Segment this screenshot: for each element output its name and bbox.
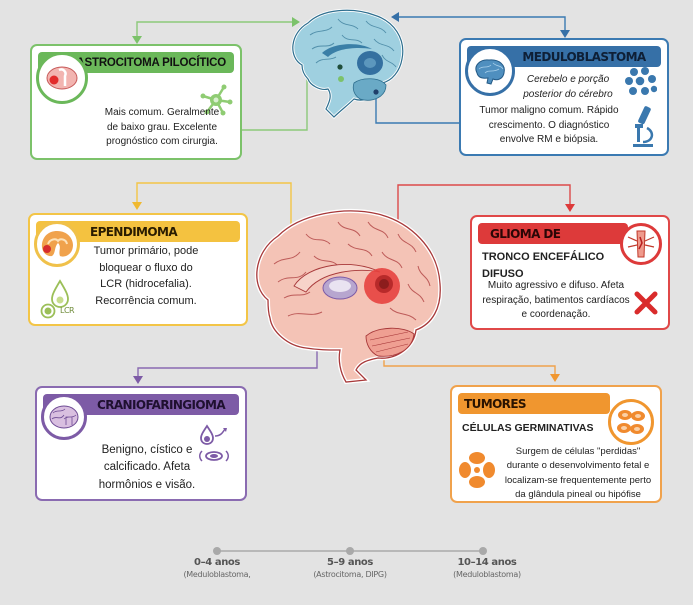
- eye-icon: [199, 424, 229, 462]
- card-title: ASTROCITOMA PILOCÍTICO: [76, 56, 226, 69]
- connector-ependimoma: [136, 182, 292, 240]
- card-meduloblastoma: MEDULOBLASTOMA Cerebelo e porção posteri…: [459, 38, 669, 156]
- germ-cell-icon: [459, 452, 495, 488]
- arrow-craniofaringioma: [133, 376, 143, 384]
- card-craniofaringioma: CRANIOFARINGIOMA Benigno, cístico e calc…: [35, 386, 247, 501]
- description-line: Muito agressivo e difuso. Afeta: [487, 280, 625, 291]
- card-description: Tumor primário, pode bloquear o fluxo do…: [86, 243, 206, 309]
- card-header: MEDULOBLASTOMA: [467, 46, 661, 67]
- card-glioma-tronco-encefalico: GLIOMA DE TRONCO ENCEFÁLICO DIFUSO Muito…: [470, 215, 670, 330]
- description-line: crescimento. O diagnóstico: [488, 119, 610, 131]
- timeline-item: 5–9 anos (Astrocitoma, DIPG): [290, 557, 410, 579]
- card-description: Muito agressivo e difuso. Afeta respiraç…: [476, 279, 636, 323]
- description-line: Benigno, cístico e: [101, 444, 193, 456]
- description-line: calcificado. Afeta: [103, 461, 191, 474]
- card-astrocitoma-pilocitico: ASTROCITOMA PILOCÍTICO Mais comum. Geral…: [30, 44, 242, 160]
- timeline-dot: [213, 547, 221, 555]
- description-line: localizam-se frequentemente perto: [504, 474, 652, 486]
- timeline-tumor: (Meduloblastoma): [453, 570, 521, 579]
- card-title: MEDULOBLASTOMA: [522, 49, 646, 64]
- timeline-age: 0–4 anos: [194, 557, 240, 568]
- card-description: Tumor maligno comum. Rápido crescimento.…: [469, 104, 629, 148]
- card-description: Mais comum. Geralmente de baixo grau. Ex…: [92, 106, 232, 150]
- timeline-tumor: (Meduloblastoma,: [183, 570, 251, 579]
- description-line: Tumor maligno comum. Rápido: [479, 105, 619, 116]
- description-line: prognóstico com cirurgia.: [106, 136, 218, 147]
- arrow-meduloblastoma: [560, 30, 570, 38]
- card-title: EPENDIMOMA: [90, 224, 178, 239]
- brain-icon: [465, 46, 515, 96]
- cell-network-icon: [200, 84, 233, 116]
- card-title: TUMORES: [464, 396, 527, 411]
- x-mark-icon: [634, 291, 658, 315]
- card-header: TUMORES: [458, 393, 610, 414]
- arrow-germinativas: [550, 374, 560, 382]
- brainstem-icon: [620, 223, 662, 265]
- timeline-dot: [479, 547, 487, 555]
- card-description: Benigno, cístico e calcificado. Afeta ho…: [87, 442, 207, 494]
- card-description: Surgem de células "perdidas" durante o d…: [498, 445, 658, 502]
- timeline-item: 10–14 anos (Meduloblastoma): [427, 557, 547, 579]
- arrow-brain-green: [292, 17, 300, 27]
- description-line: Surgem de células "perdidas": [515, 446, 641, 457]
- connector-glioma: [397, 184, 571, 235]
- tumor-location: Cerebelo e porção posterior do cérebro: [513, 72, 623, 102]
- description-line: bloquear o fluxo do: [99, 261, 193, 274]
- card-header: GLIOMA DE: [478, 223, 628, 244]
- description-line: respiração, batimentos cardíacos: [482, 294, 630, 306]
- connector-astrocitoma: [136, 21, 308, 131]
- card-title: GLIOMA DE: [490, 226, 561, 241]
- card-header: EPENDIMOMA: [36, 221, 240, 242]
- timeline-tumor: (Astrocitoma, DIPG): [313, 570, 387, 579]
- location-line: Cerebelo e porção: [526, 74, 610, 85]
- cell-cluster-icon: [625, 67, 657, 95]
- description-line: durante o desenvolvimento fetal e: [506, 460, 650, 472]
- arrow-brain-blue: [391, 12, 399, 22]
- connector-germinativas: [383, 355, 556, 376]
- csf-drop-icon: [40, 279, 69, 319]
- description-line: Recorrência comum.: [95, 294, 197, 307]
- brain-pink-illustration: [254, 208, 443, 385]
- germ-cell-icon: [608, 399, 654, 445]
- card-header: CRANIOFARINGIOMA: [43, 394, 239, 415]
- description-line: e coordenação.: [521, 309, 591, 320]
- timeline-age: 5–9 anos: [327, 557, 373, 568]
- subtitle-line: DIFUSO: [482, 268, 524, 281]
- description-line: Tumor primário, pode: [93, 245, 199, 257]
- brain-tumor-icon: [36, 52, 88, 104]
- card-subtitle: TRONCO ENCEFÁLICO DIFUSO: [482, 249, 642, 283]
- brain-icon: [41, 394, 87, 440]
- card-ependimoma: EPENDIMOMA LCR Tumor primário, pode bloq…: [28, 213, 248, 326]
- arrow-astrocitoma: [132, 36, 142, 44]
- ventricle-icon: [34, 221, 80, 267]
- description-line: LCR (hidrocefalia).: [100, 278, 192, 290]
- description-line: de baixo grau. Excelente: [106, 121, 218, 133]
- card-tumores-celulas-germinativas: TUMORES CÉLULAS GERMINATIVAS Surgem de c…: [450, 385, 662, 503]
- brain-blue-illustration: [291, 8, 405, 120]
- description-line: da glândula pineal ou hipófise: [515, 488, 641, 500]
- arrow-ependimoma: [132, 202, 142, 210]
- card-subtitle: CÉLULAS GERMINATIVAS: [462, 422, 594, 434]
- microscope-icon: [633, 106, 654, 147]
- arrow-glioma: [565, 204, 575, 212]
- description-line: hormônios e visão.: [98, 478, 196, 491]
- timeline-age: 10–14 anos: [457, 557, 517, 568]
- subtitle-line: TRONCO ENCEFÁLICO: [482, 251, 605, 263]
- card-header: ASTROCITOMA PILOCÍTICO: [38, 52, 234, 73]
- card-title: CRANIOFARINGIOMA: [97, 397, 226, 412]
- location-line: posterior do cérebro: [523, 89, 613, 100]
- timeline-item: 0–4 anos (Meduloblastoma,: [157, 557, 277, 579]
- csf-label: LCR: [60, 306, 75, 315]
- timeline-dot: [346, 547, 354, 555]
- description-line: envolve RM e biópsia.: [499, 134, 599, 145]
- description-line: Mais comum. Geralmente: [104, 107, 220, 118]
